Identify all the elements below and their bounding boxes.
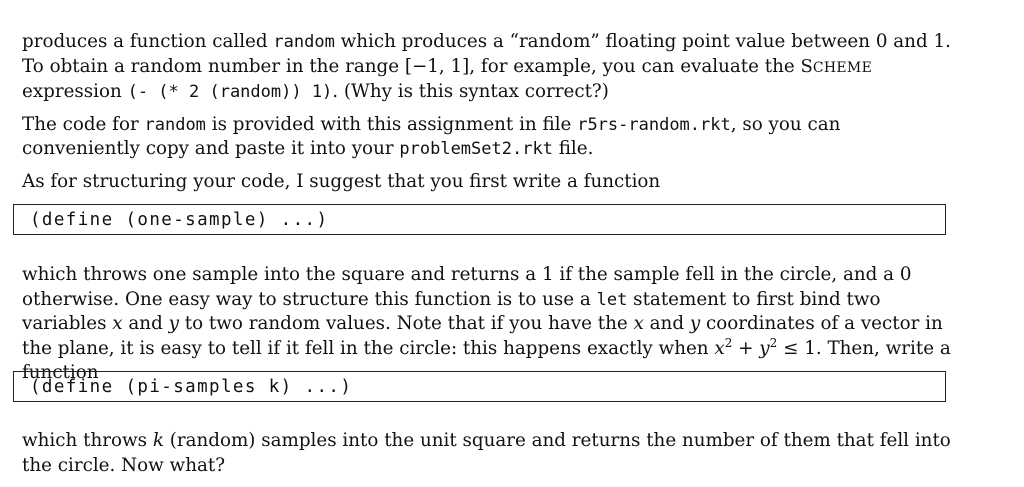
- equation-le-one: ≤ 1: [777, 337, 816, 359]
- equation-exponent: 2: [769, 335, 778, 350]
- math-variable-k: k: [152, 430, 164, 451]
- text-run: which throws one sample into the square …: [22, 264, 912, 310]
- paragraph-random-function: produces a function called random which …: [22, 30, 952, 105]
- paragraph-code-provided: The code for random is provided with thi…: [22, 113, 952, 162]
- inline-code-expression: (- (* 2 (random)) 1): [127, 82, 333, 103]
- equation-exponent: 2: [724, 335, 733, 350]
- equation-y: y: [759, 337, 770, 359]
- inline-code-random: random: [273, 32, 335, 52]
- text-run: which throws: [22, 430, 153, 451]
- equation-x: x: [714, 337, 725, 359]
- scheme-name-initial: S: [800, 55, 813, 77]
- text-run: expression: [22, 81, 128, 103]
- text-run: and: [122, 313, 169, 335]
- document-page: produces a function called random which …: [22, 30, 952, 195]
- text-run: file.: [552, 138, 594, 160]
- paragraph-one-sample-description: which throws one sample into the square …: [22, 263, 952, 386]
- scheme-name-smallcaps: CHEME: [812, 59, 873, 76]
- paragraph-pi-samples-description: which throws k (random) samples into the…: [22, 429, 952, 478]
- text-run: to two random values. Note that if you h…: [178, 313, 634, 335]
- inline-code-filename: r5rs-random.rkt: [577, 114, 731, 135]
- inline-code-let: let: [596, 289, 628, 310]
- math-variable-x: x: [112, 313, 123, 335]
- text-run: is provided with this assignment in file: [205, 113, 578, 135]
- text-run: (random) samples into the unit square an…: [22, 430, 951, 476]
- text-run: statement to first bind two variables: [22, 288, 881, 335]
- text-run: The code for: [22, 113, 145, 135]
- text-run: and: [643, 313, 690, 335]
- text-run: , so you can conveniently copy and paste…: [22, 113, 841, 160]
- code-block-one-sample: (define (one-sample) ...): [13, 204, 946, 235]
- document-page-lower: which throws one sample into the square …: [22, 263, 952, 386]
- text-run: coordinates of a vector in the plane, it…: [22, 313, 943, 359]
- code-block-pi-samples: (define (pi-samples k) ...): [13, 371, 946, 402]
- document-page-bottom: which throws k (random) samples into the…: [22, 429, 952, 478]
- text-run: As for structuring your code, I suggest …: [22, 170, 661, 192]
- inline-code-random: random: [144, 114, 206, 135]
- text-run: produces a function called: [22, 31, 274, 52]
- text-run: . (Why is this syntax correct?): [332, 81, 609, 103]
- text-run: which produces a “random” floating point…: [22, 31, 951, 77]
- text-run: . Then, write a function: [22, 337, 951, 384]
- paragraph-structuring: As for structuring your code, I suggest …: [22, 170, 952, 195]
- inline-code-filename: problemSet2.rkt: [399, 139, 553, 160]
- equation-plus: +: [732, 337, 760, 359]
- math-variable-y: y: [168, 313, 179, 335]
- math-variable-y: y: [689, 313, 701, 335]
- math-variable-x: x: [633, 313, 644, 335]
